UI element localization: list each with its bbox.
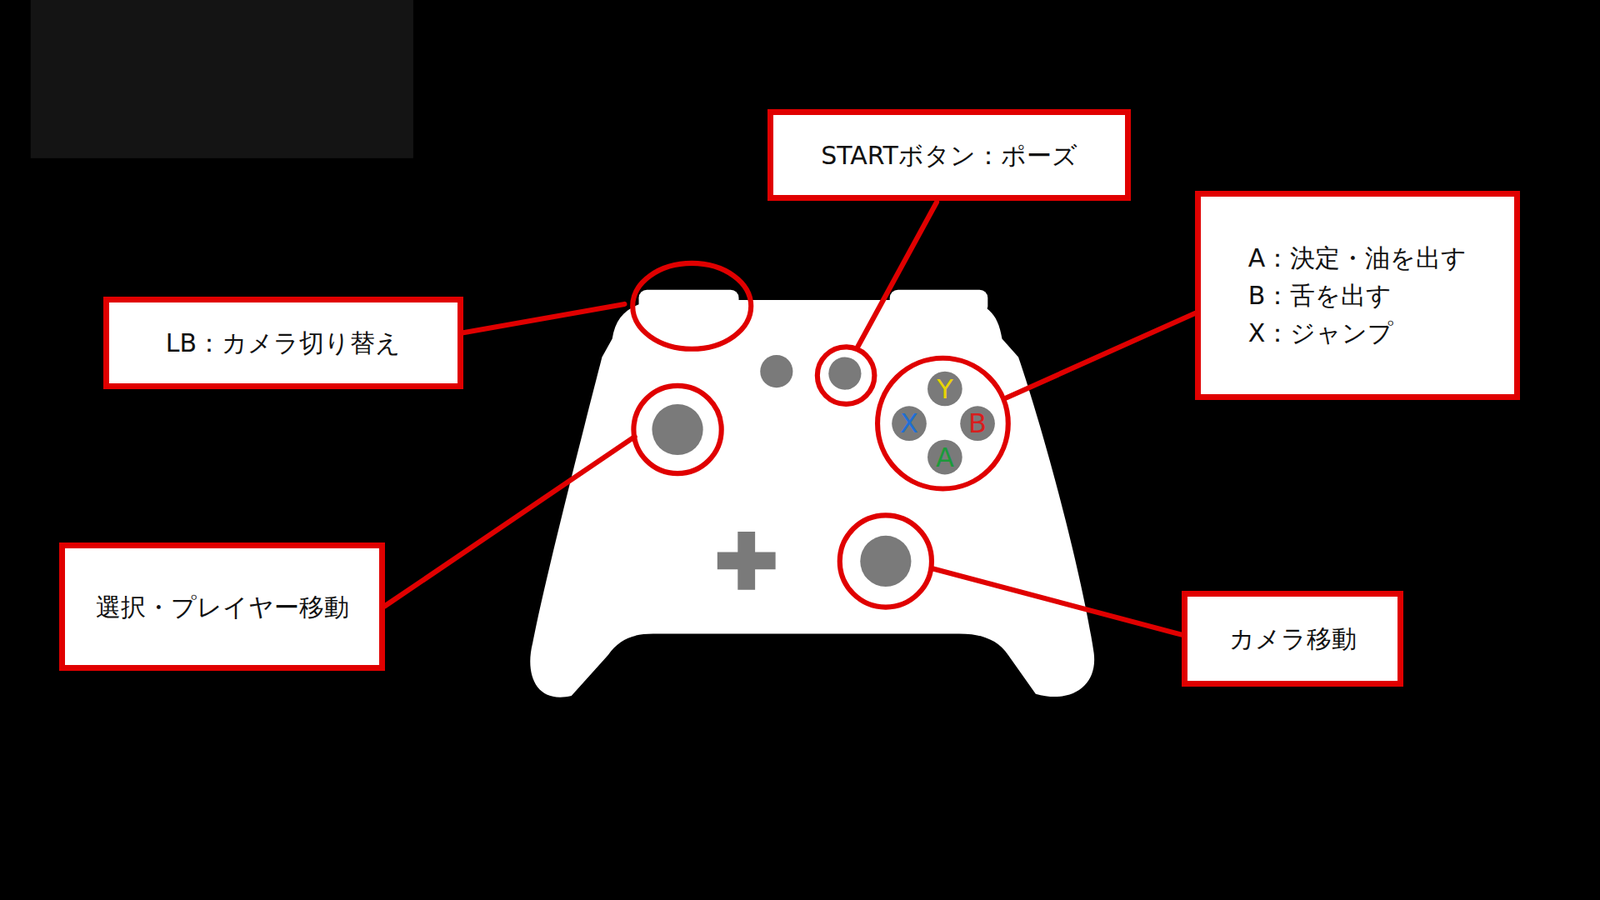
button-letter: B xyxy=(968,410,987,437)
start-callout: STARTボタン：ポーズ xyxy=(767,109,1131,201)
leader-line xyxy=(857,201,938,348)
face-button xyxy=(927,440,963,475)
right-stick xyxy=(860,535,911,587)
highlight-circle xyxy=(840,515,932,607)
view-button xyxy=(760,355,793,388)
highlight-circle xyxy=(633,385,721,474)
button-letter: A xyxy=(935,444,955,471)
callout-text: B：舌を出す xyxy=(1248,276,1393,315)
face-button xyxy=(960,405,995,441)
face-button xyxy=(927,371,963,407)
callout-text-group: STARTボタン：ポーズ xyxy=(820,136,1078,175)
button-letter: X xyxy=(900,410,919,437)
callout-text: 選択・プレイヤー移動 xyxy=(95,588,350,626)
callout-text: LB：カメラ切り替え xyxy=(165,324,401,362)
highlight-circle xyxy=(632,263,751,350)
leader-line xyxy=(463,304,625,333)
callout-text-group: A：決定・油を出すB：舌を出すX：ジャンプ xyxy=(1248,239,1468,352)
leader-line xyxy=(385,436,635,606)
callout-text-group: カメラ移動 xyxy=(1229,620,1357,658)
button-letter: Y xyxy=(936,375,954,403)
dpad xyxy=(717,531,776,590)
callout-text: カメラ移動 xyxy=(1229,620,1357,658)
right-stick-callout: カメラ移動 xyxy=(1181,590,1404,687)
leader-line xyxy=(931,568,1182,635)
highlight-circle xyxy=(817,346,875,405)
left-stick xyxy=(651,404,703,455)
left-stick-callout: 選択・プレイヤー移動 xyxy=(59,542,385,671)
controller-body xyxy=(530,300,1095,698)
callout-text-group: LB：カメラ切り替え xyxy=(165,324,401,362)
leader-line xyxy=(1005,313,1195,399)
face-button xyxy=(891,405,927,441)
callout-text: STARTボタン：ポーズ xyxy=(820,136,1078,175)
start-button xyxy=(828,357,861,390)
callout-text: X：ジャンプ xyxy=(1248,314,1395,352)
dark-panel xyxy=(30,0,414,159)
lb-callout: LB：カメラ切り替え xyxy=(103,296,464,390)
callout-text: A：決定・油を出す xyxy=(1248,239,1468,277)
face-buttons-callout: A：決定・油を出すB：舌を出すX：ジャンプ xyxy=(1195,190,1520,400)
callout-text-group: 選択・プレイヤー移動 xyxy=(95,588,350,626)
highlight-circle xyxy=(877,358,1009,490)
